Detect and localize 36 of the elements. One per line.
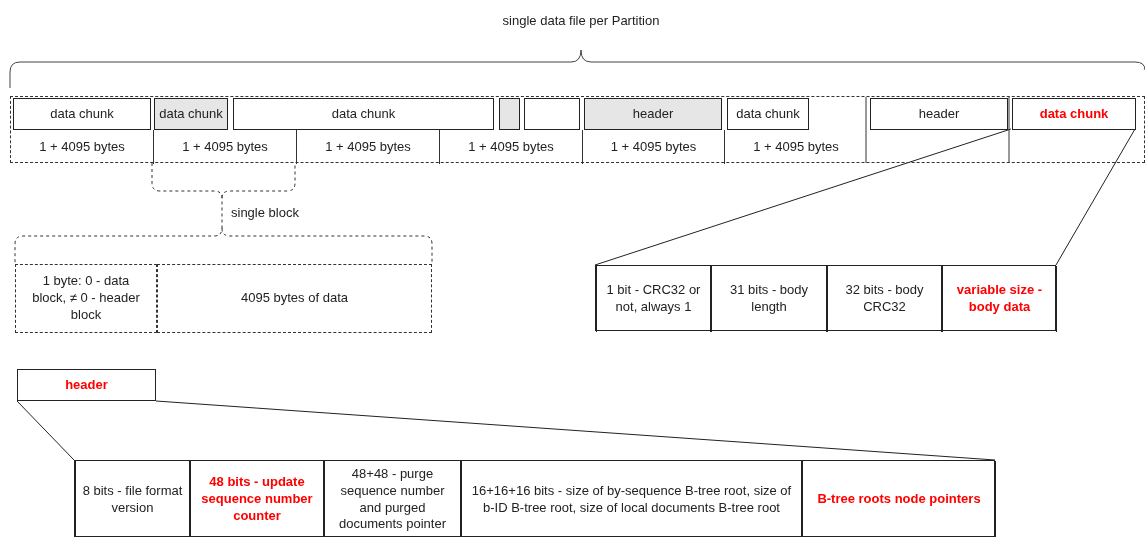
field-cell: 1 byte: 0 - data block, ≠ 0 - header block [15, 264, 157, 333]
field-row [74, 460, 995, 537]
file-outline [10, 96, 1145, 163]
field-cell: 4095 bytes of data [157, 264, 432, 333]
chunk-box: data chunk [233, 98, 494, 130]
block-cell: 1 + 4095 bytes [11, 130, 153, 164]
block-cell: 1 + 4095 bytes [153, 130, 296, 164]
field-cell: 48+48 - purge sequence number and purged documents pointer [324, 461, 461, 537]
field-row [595, 265, 1056, 331]
field-cell: 16+16+16 bits - size of by-sequence B-tree root, size of b-ID B-tree root, size of local documents B-tree root [461, 461, 802, 537]
zoom-line [155, 400, 996, 461]
brace-caption: single block [231, 205, 299, 220]
empty-chunk-box [499, 98, 520, 130]
chunk-box: data chunk [727, 98, 809, 130]
chunk-box: data chunk [154, 98, 228, 130]
block-cell: 1 + 4095 bytes [296, 130, 439, 164]
chunk-box: data chunk [1012, 98, 1136, 130]
zoom-line [1055, 128, 1136, 266]
block-cell: 1 + 4095 bytes [439, 130, 582, 164]
chunk-box: data chunk [13, 98, 151, 130]
block-cell: 1 + 4095 bytes [724, 130, 867, 164]
field-cell: variable size - body data [942, 266, 1057, 332]
chunk-box: header [584, 98, 722, 130]
field-cell: 8 bits - file format version [75, 461, 190, 537]
field-cell: 32 bits - body CRC32 [827, 266, 942, 332]
field-cell: B-tree roots node pointers [802, 461, 996, 537]
chunk-box: header [870, 98, 1008, 130]
chunk-box: header [17, 369, 156, 401]
field-cell: 31 bits - body length [711, 266, 827, 332]
zoom-line [594, 128, 1012, 266]
block-cell: 1 + 4095 bytes [582, 130, 724, 164]
field-cell: 1 bit - CRC32 or not, always 1 [596, 266, 711, 332]
empty-chunk-box [524, 98, 580, 130]
field-cell: 48 bits - update sequence number counter [190, 461, 324, 537]
zoom-line [16, 400, 75, 461]
brace-caption: single data file per Partition [501, 13, 661, 28]
